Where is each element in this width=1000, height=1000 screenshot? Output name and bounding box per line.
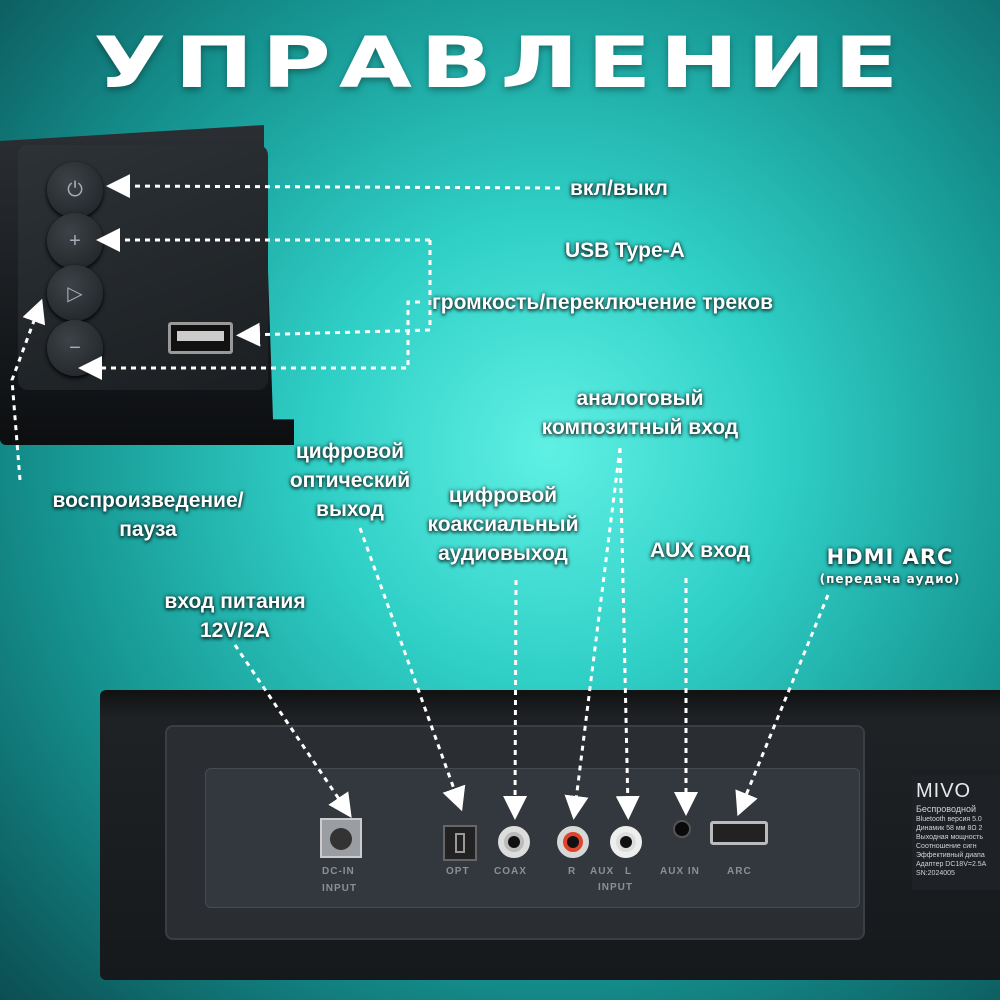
rca-left-port <box>610 826 642 858</box>
brand-logo: MIVO <box>916 780 972 802</box>
sticker-line: Адаптер DC18V=2.5A <box>916 861 987 868</box>
sticker-line: Беспроводной <box>916 804 977 814</box>
rca-right-port <box>557 826 589 858</box>
plus-icon: + <box>69 229 81 252</box>
sticker-line: Bluetooth версия 5.0 <box>916 816 982 823</box>
label-line: вход питания <box>164 590 306 613</box>
arrow-play <box>10 298 46 481</box>
input-label: INPUT <box>322 883 357 894</box>
aux-in-label: AUX IN <box>660 866 700 877</box>
label-line: композитный вход <box>541 416 739 439</box>
l-label: L <box>625 866 633 877</box>
optical-port <box>443 825 477 861</box>
arrow-hdmi <box>735 594 830 817</box>
arc-label: ARC <box>727 866 752 877</box>
label-line: (передача аудио) <box>819 572 961 586</box>
label-line: выход <box>316 498 384 521</box>
arrow-rca-r <box>564 447 622 820</box>
label-optical: цифровой оптический выход <box>270 437 430 524</box>
label-line: воспроизведение/ <box>52 489 244 512</box>
sticker-line: Соотношение сигн <box>916 843 977 850</box>
label-volume: громкость/переключение треков <box>432 291 774 314</box>
label-power: вкл/выкл <box>570 177 668 200</box>
label-line: аудиовыход <box>438 542 568 565</box>
aux-port <box>673 820 691 838</box>
label-hdmi: HDMI ARC (передача аудио) <box>800 543 980 586</box>
dc-in-port <box>320 818 362 858</box>
label-usb: USB Type-A <box>565 239 685 262</box>
label-line: оптический <box>289 469 411 492</box>
label-coax: цифровой коаксиальный аудиовыход <box>408 481 598 568</box>
arrow-usb-port <box>236 240 432 347</box>
label-line: коаксиальный <box>427 513 579 536</box>
label-line: цифровой <box>295 440 405 463</box>
label-line: пауза <box>119 518 177 541</box>
hdmi-port <box>710 821 768 845</box>
product-sticker: MIVO Беспроводной Bluetooth версия 5.0 Д… <box>912 775 1000 890</box>
r-label: R <box>568 866 577 877</box>
label-line: HDMI ARC <box>826 545 954 569</box>
label-power-input: вход питания 12V/2A <box>130 587 340 645</box>
sticker-line: SN:2024005 <box>916 870 955 877</box>
minus-icon: − <box>69 336 81 359</box>
coax-label: COAX <box>494 866 527 877</box>
label-line: 12V/2A <box>199 619 271 642</box>
label-line: цифровой <box>448 484 558 507</box>
arrow-coax <box>503 579 528 820</box>
opt-label: OPT <box>446 866 470 877</box>
volume-up-button: + <box>47 213 103 269</box>
arrow-power <box>106 174 561 199</box>
aux-label: AUX <box>590 866 615 877</box>
arrow-optical <box>358 527 466 812</box>
arrow-volume <box>78 300 420 380</box>
label-aux: AUX вход <box>650 539 751 562</box>
power-button: ⏻ <box>47 162 103 218</box>
label-line: аналоговый <box>576 387 704 410</box>
sticker-line: Динамик 58 мм 8Ω 2 <box>916 825 983 832</box>
play-pause-button: ▷ <box>47 265 103 321</box>
usb-port <box>168 322 233 354</box>
coax-port <box>498 826 530 858</box>
input-label-2: INPUT <box>598 882 633 893</box>
page-title: УПРАВЛЕНИЕ <box>93 22 907 104</box>
arrow-rca-l <box>615 447 640 820</box>
dc-in-label: DC-IN <box>322 866 355 877</box>
label-play: воспроизведение/пауза <box>28 486 268 544</box>
label-analog: аналоговый композитный вход <box>520 384 760 442</box>
arrow-power-in <box>233 644 352 818</box>
sticker-line: Выходная мощность <box>916 834 984 841</box>
play-icon: ▷ <box>67 282 83 305</box>
power-icon: ⏻ <box>67 178 83 201</box>
sticker-line: Эффективный диапа <box>916 852 985 859</box>
